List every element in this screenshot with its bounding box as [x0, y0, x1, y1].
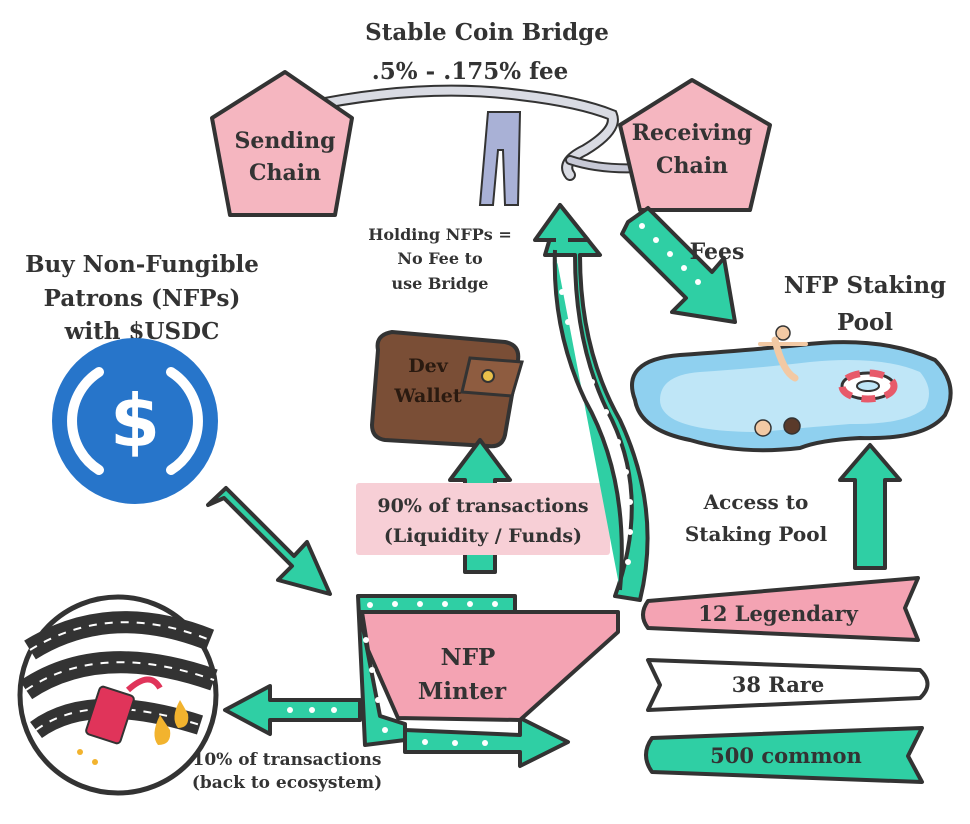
access-line-2: Staking Pool	[685, 522, 828, 546]
tier-common-label: 500 common	[710, 743, 862, 768]
ninety-line-2: (Liquidity / Funds)	[384, 525, 582, 547]
usdc-to-minter-arrow	[206, 486, 332, 596]
minter-to-bridge-arrow	[533, 203, 650, 602]
tier-legendary-banner: 12 Legendary	[641, 576, 920, 642]
staking-pool-title-1: NFP Staking	[784, 272, 946, 299]
sending-chain-label-1: Sending	[235, 128, 336, 154]
holding-line-2: No Fee to	[397, 249, 483, 268]
sending-chain-label-2: Chain	[249, 160, 321, 186]
bridge-icon	[294, 84, 645, 206]
access-arrow	[838, 443, 902, 570]
ten-line-2: (back to ecosystem)	[192, 773, 382, 793]
fees-arrow	[620, 206, 737, 324]
access-line-1: Access to	[703, 490, 809, 514]
ninety-percent-label: 90% of transactions (Liquidity / Funds)	[356, 483, 610, 555]
staking-pool-title-2: Pool	[837, 309, 893, 336]
dev-wallet-label-1: Dev	[408, 355, 449, 377]
tier-rare-label: 38 Rare	[732, 672, 825, 697]
wallet-icon: Dev Wallet	[370, 330, 524, 449]
fuel-pump-icon	[17, 594, 219, 796]
tier-legendary-label: 12 Legendary	[698, 601, 858, 626]
sending-chain-node: Sending Chain	[210, 70, 354, 217]
receiving-chain-label-1: Receiving	[632, 120, 753, 146]
swimming-pool-icon	[630, 325, 953, 453]
usdc-dollar-sign: $	[110, 379, 160, 463]
minter-to-ecosystem-arrow	[223, 684, 362, 736]
minter-label-1: NFP	[441, 644, 496, 671]
holding-line-3: use Bridge	[392, 274, 489, 293]
receiving-chain-node: Receiving Chain	[618, 78, 772, 212]
title-line-1: Stable Coin Bridge	[365, 19, 609, 46]
dev-wallet-label-2: Wallet	[393, 385, 462, 407]
title-line-2: .5% - .175% fee	[372, 58, 568, 85]
tier-common-banner: 500 common	[644, 726, 924, 784]
tier-rare-banner: 38 Rare	[646, 658, 930, 712]
fees-label: Fees	[690, 239, 745, 265]
nfp-minter-node: NFP Minter	[356, 594, 620, 768]
buy-line-1: Buy Non-Fungible	[25, 251, 259, 278]
receiving-chain-label-2: Chain	[656, 153, 728, 179]
buy-line-2: Patrons (NFPs)	[44, 285, 241, 312]
usdc-coin-icon: $	[52, 338, 218, 504]
minter-label-2: Minter	[418, 678, 507, 705]
ten-line-1: 10% of transactions	[192, 750, 381, 770]
ninety-line-1: 90% of transactions	[377, 495, 588, 517]
holding-line-1: Holding NFPs =	[368, 225, 512, 244]
